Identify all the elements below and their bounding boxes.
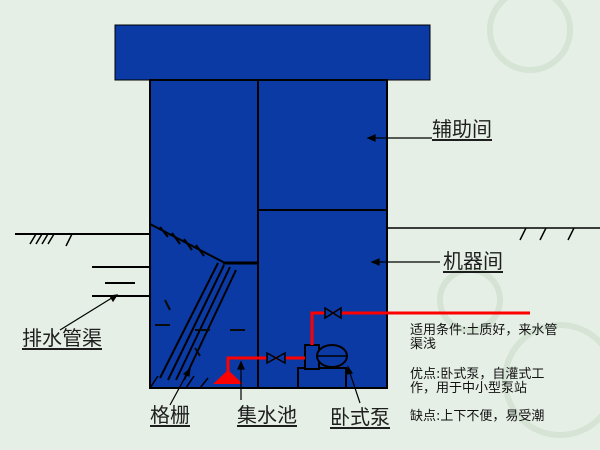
label-auxiliary-room: 辅助间 xyxy=(432,117,492,141)
ground-hatch xyxy=(29,227,575,247)
foundation-hatch xyxy=(149,375,209,389)
foot-valve xyxy=(213,370,243,384)
label-grille: 格栅 xyxy=(150,403,190,427)
leader-arrows xyxy=(59,134,440,406)
grille-bars xyxy=(149,223,237,381)
roof-slab xyxy=(114,24,431,81)
water-level xyxy=(155,299,245,357)
label-sump: 集水池 xyxy=(237,403,297,427)
label-horizontal-pump: 卧式泵 xyxy=(330,405,390,429)
background-decoration xyxy=(437,0,600,438)
note-advantages: 优点:卧式泵，自灌式工作，用于中小型泵站 xyxy=(410,367,545,396)
note-disadvantages: 缺点:上下不便，易受潮 xyxy=(410,409,545,424)
valve-lower xyxy=(266,351,286,365)
valve-upper xyxy=(324,306,342,320)
inlet-channel xyxy=(92,266,150,297)
label-machine-room: 机器间 xyxy=(443,249,503,273)
label-drainage-channel: 排水管渠 xyxy=(22,326,102,350)
pump-base xyxy=(297,367,347,389)
note-conditions: 适用条件:土质好，来水管渠浅 xyxy=(410,323,558,352)
